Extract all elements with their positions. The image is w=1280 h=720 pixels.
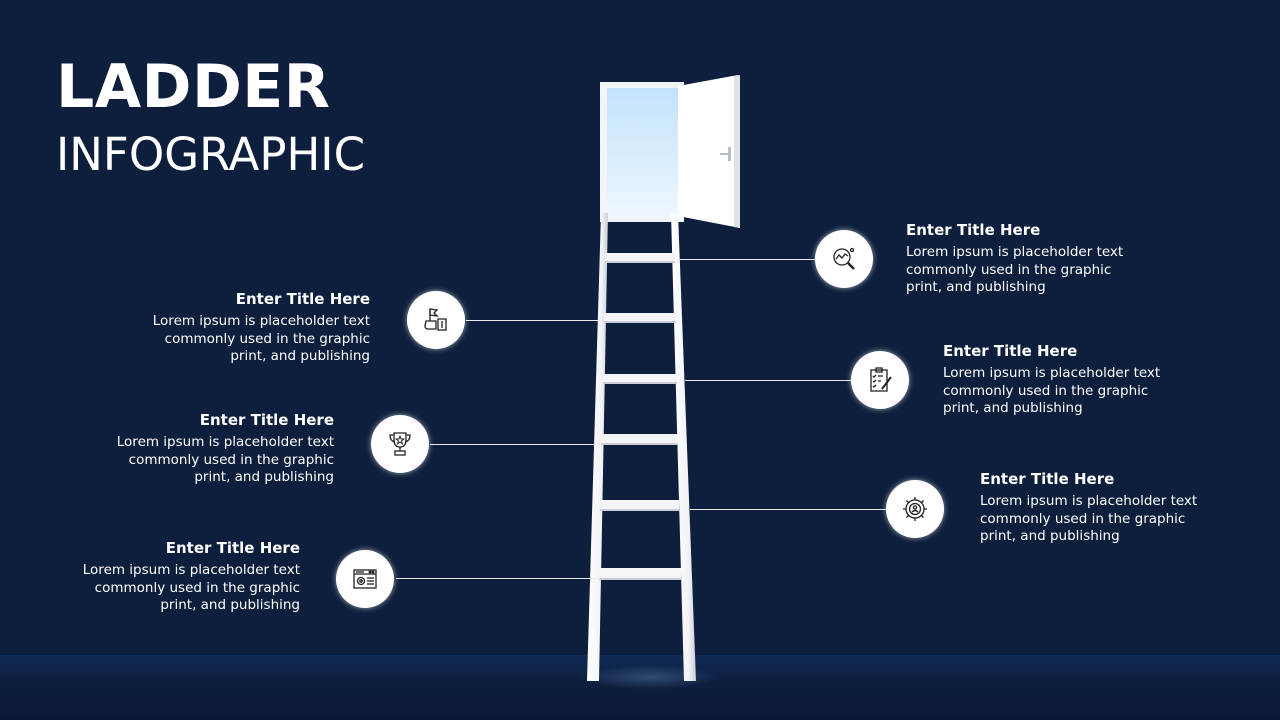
hand-flag-icon bbox=[424, 308, 447, 331]
chart-search-icon bbox=[833, 247, 855, 270]
title-line2: INFOGRAPHIC bbox=[56, 128, 366, 181]
step-1-description: Lorem ipsum is placeholder text commonly… bbox=[82, 562, 300, 613]
step-5-title: Enter Title Here bbox=[235, 290, 370, 308]
trophy-icon bbox=[389, 432, 411, 456]
gear-user-icon bbox=[903, 497, 927, 521]
connector-6 bbox=[680, 259, 816, 260]
step-1-icon-circle bbox=[336, 550, 394, 608]
step-6-icon-circle bbox=[815, 230, 873, 288]
step-2-title: Enter Title Here bbox=[980, 470, 1115, 488]
step-4-description: Lorem ipsum is placeholder text commonly… bbox=[943, 365, 1161, 416]
clipboard-checklist-icon bbox=[870, 367, 892, 392]
step-5-text: Enter Title Here Lorem ipsum is placehol… bbox=[130, 290, 370, 366]
step-4-text: Enter Title Here Lorem ipsum is placehol… bbox=[943, 342, 1183, 418]
step-3-icon-circle bbox=[371, 415, 429, 473]
step-2-text: Enter Title Here Lorem ipsum is placehol… bbox=[980, 470, 1220, 546]
step-6-description: Lorem ipsum is placeholder text commonly… bbox=[906, 244, 1124, 295]
connector-1 bbox=[396, 578, 600, 579]
step-5-description: Lorem ipsum is placeholder text commonly… bbox=[152, 313, 370, 364]
step-3-description: Lorem ipsum is placeholder text commonly… bbox=[116, 434, 334, 485]
step-2-icon-circle bbox=[886, 480, 944, 538]
connector-4 bbox=[685, 380, 851, 381]
title-line1: LADDER bbox=[56, 52, 331, 122]
connector-3 bbox=[430, 444, 602, 445]
open-door bbox=[600, 75, 740, 228]
step-3-title: Enter Title Here bbox=[199, 411, 334, 429]
step-3-text: Enter Title Here Lorem ipsum is placehol… bbox=[94, 411, 334, 487]
step-6-text: Enter Title Here Lorem ipsum is placehol… bbox=[906, 221, 1146, 297]
connector-5 bbox=[466, 320, 604, 321]
step-1-title: Enter Title Here bbox=[165, 539, 300, 557]
connector-2 bbox=[690, 509, 886, 510]
step-1-text: Enter Title Here Lorem ipsum is placehol… bbox=[60, 539, 300, 615]
step-2-description: Lorem ipsum is placeholder text commonly… bbox=[980, 493, 1198, 544]
step-4-icon-circle bbox=[851, 351, 909, 409]
step-4-title: Enter Title Here bbox=[943, 342, 1078, 360]
step-5-icon-circle bbox=[407, 291, 465, 349]
step-6-title: Enter Title Here bbox=[906, 221, 1041, 239]
settings-window-icon bbox=[353, 569, 377, 589]
